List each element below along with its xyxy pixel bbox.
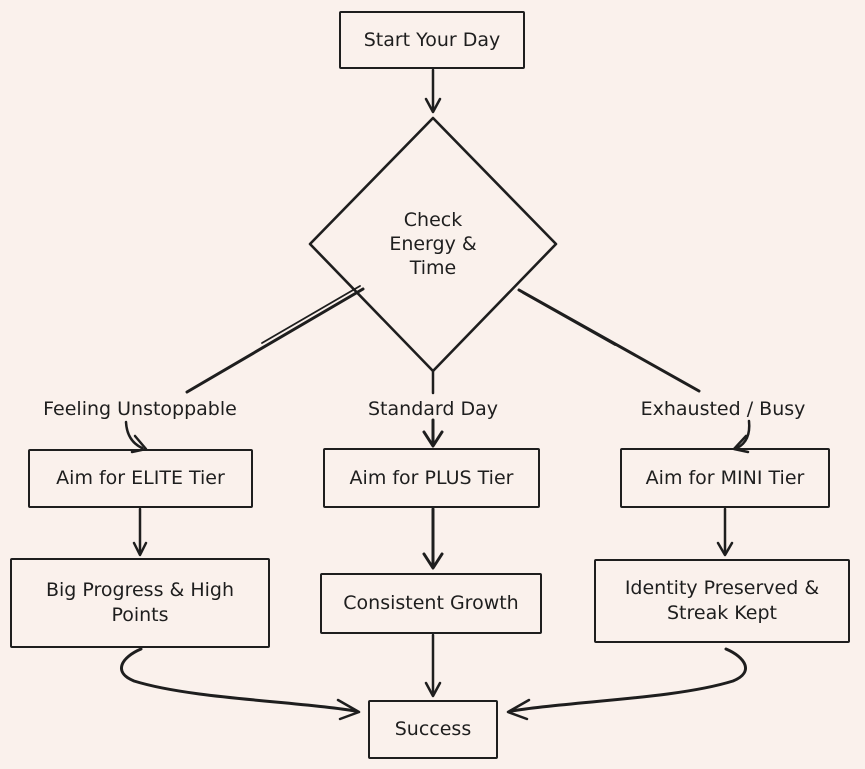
node-plus-tier: Aim for PLUS Tier (323, 448, 540, 508)
node-consistent-growth: Consistent Growth (320, 573, 542, 634)
arrowhead-standard-to-plus (422, 430, 444, 448)
node-mini-tier: Aim for MINI Tier (620, 448, 830, 508)
node-big-progress: Big Progress & High Points (10, 558, 270, 648)
edge-label-middle-text: Standard Day (368, 398, 498, 420)
node-start: Start Your Day (339, 11, 525, 69)
arrowhead-mini-to-identity (716, 541, 734, 557)
arrow-decision-to-elite-shaft (185, 287, 365, 394)
node-mini-label: Aim for MINI Tier (645, 466, 805, 489)
arrow-decision-to-elite-overdraw (261, 285, 361, 344)
node-elite-tier: Aim for ELITE Tier (28, 449, 253, 508)
edge-label-right-text: Exhausted / Busy (640, 398, 806, 420)
node-plus-label: Aim for PLUS Tier (349, 466, 514, 489)
edge-label-standard-day: Standard Day (353, 398, 513, 422)
node-success: Success (368, 700, 498, 759)
arrowhead-big-to-success (336, 698, 361, 721)
edge-label-left-text: Feeling Unstoppable (43, 398, 237, 420)
arrowhead-plus-to-consistent (422, 552, 444, 570)
arrow-feeling-to-elite-hook (124, 420, 144, 450)
arrow-exhausted-to-mini-hook (735, 419, 751, 450)
node-decision-label-wrap: Check Energy & Time (370, 206, 496, 284)
node-success-label: Success (394, 718, 472, 741)
edge-label-feeling-unstoppable: Feeling Unstoppable (40, 398, 240, 422)
edge-label-exhausted-busy: Exhausted / Busy (623, 398, 823, 422)
node-big-progress-label: Big Progress & High Points (45, 579, 235, 626)
arrowhead-elite-to-big (132, 541, 148, 557)
arrowhead-consistent-to-success (424, 681, 442, 698)
arrow-identity-to-success (509, 647, 747, 713)
node-start-label: Start Your Day (363, 28, 501, 51)
node-identity-preserved-label: Identity Preserved & Streak Kept (624, 577, 820, 624)
arrowhead-start-to-decision (424, 97, 442, 114)
node-identity-preserved: Identity Preserved & Streak Kept (594, 559, 850, 643)
arrowhead-identity-to-success (506, 698, 531, 721)
arrow-big-to-success (120, 647, 358, 713)
node-elite-label: Aim for ELITE Tier (56, 467, 225, 490)
arrow-decision-to-mini-overdraw (522, 292, 616, 346)
node-decision-label: Check Energy & Time (389, 209, 477, 279)
node-consistent-growth-label: Consistent Growth (343, 592, 519, 615)
